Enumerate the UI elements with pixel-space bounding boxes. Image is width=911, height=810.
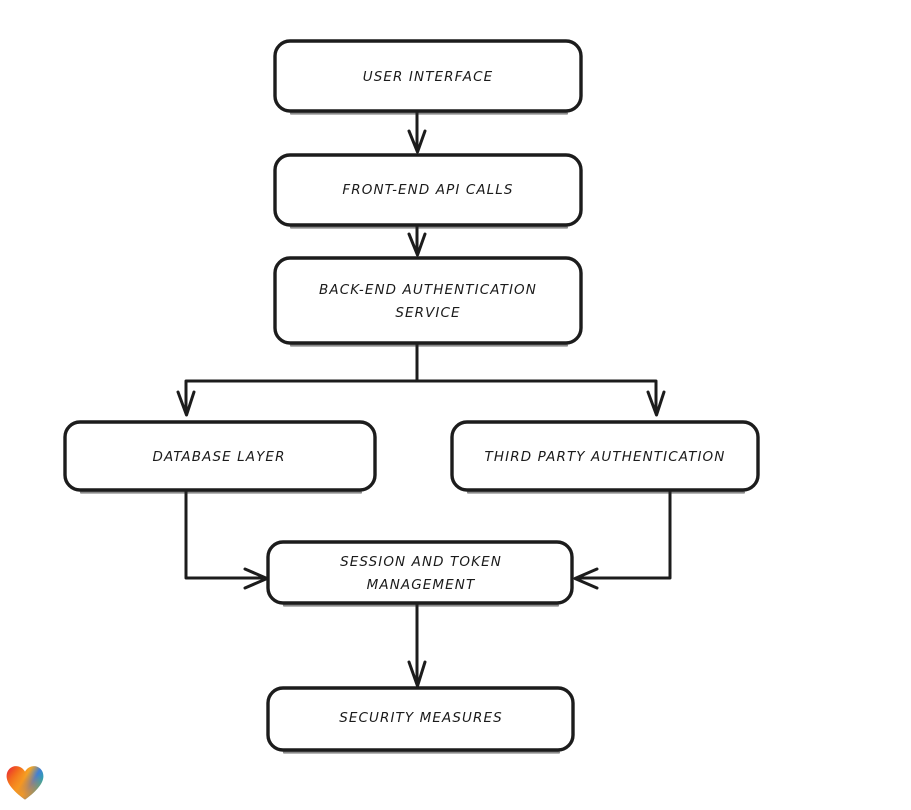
edge-backend-to-thirdparty: [415, 379, 666, 417]
node-security-measures[interactable]: SECURITY MEASURES: [266, 686, 575, 754]
node-security-measures-shape: [266, 686, 575, 752]
node-session-and-token-management[interactable]: SESSION AND TOKEN MANAGEMENT: [266, 540, 574, 607]
edge-database-to-session: [184, 488, 269, 590]
node-security-measures-label: SECURITY MEASURES: [339, 710, 503, 726]
node-back-end-authentication-service-label-line2: SERVICE: [395, 305, 460, 321]
node-database-layer-label: DATABASE LAYER: [152, 449, 285, 465]
node-back-end-authentication-service[interactable]: BACK-END AUTHENTICATION SERVICE: [273, 256, 583, 347]
node-user-interface[interactable]: USER INTERFACE: [273, 39, 583, 115]
node-session-and-token-management-shape: [266, 540, 574, 605]
edge-ui-to-api: [407, 109, 427, 154]
arrow-head-icon: [407, 129, 427, 154]
node-back-end-authentication-service-shape: [273, 256, 583, 345]
node-database-layer[interactable]: DATABASE LAYER: [63, 420, 377, 494]
arrow-head-icon: [407, 232, 427, 257]
node-session-and-token-management-label-line2: MANAGEMENT: [367, 577, 476, 593]
heart-icon: [6, 766, 44, 800]
node-front-end-api-calls[interactable]: FRONT-END API CALLS: [273, 153, 583, 229]
arrow-head-icon: [407, 660, 427, 688]
edge-backend-to-database: [176, 341, 419, 417]
edge-api-to-backend: [407, 223, 427, 257]
node-third-party-authentication-shape: [450, 420, 760, 492]
edge-session-to-security: [407, 601, 427, 688]
heart-icon-container: [6, 764, 44, 802]
arrow-head-icon: [176, 390, 196, 417]
node-third-party-authentication-label: THIRD PARTY AUTHENTICATION: [485, 449, 726, 465]
node-front-end-api-calls-label: FRONT-END API CALLS: [342, 182, 513, 198]
node-back-end-authentication-service-label-line1: BACK-END AUTHENTICATION: [319, 282, 537, 298]
arrow-head-icon: [573, 567, 599, 590]
edge-thirdparty-to-session: [573, 488, 672, 590]
node-user-interface-shape: [273, 39, 583, 113]
node-user-interface-label: USER INTERFACE: [363, 69, 493, 85]
node-database-layer-shape: [63, 420, 377, 492]
arrow-head-icon: [646, 390, 666, 417]
node-front-end-api-calls-shape: [273, 153, 583, 227]
node-third-party-authentication[interactable]: THIRD PARTY AUTHENTICATION: [450, 420, 760, 494]
node-session-and-token-management-label-line1: SESSION AND TOKEN: [340, 554, 502, 570]
